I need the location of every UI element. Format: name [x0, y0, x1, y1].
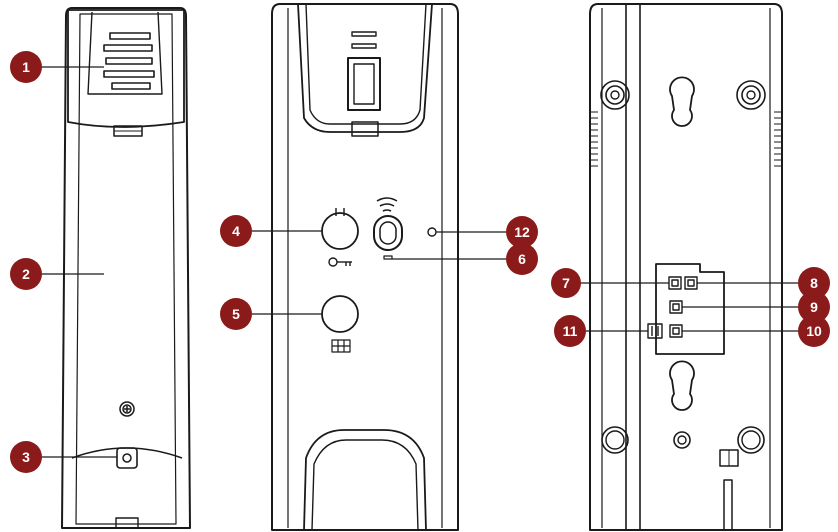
callout-label-12: 12: [514, 224, 530, 240]
callout-3: 3: [10, 441, 42, 473]
callout-6: 6: [506, 243, 538, 275]
handset-side-view: [61, 7, 191, 529]
callout-circle: [554, 315, 586, 347]
front-view: [271, 3, 459, 531]
callout-label-4: 4: [232, 223, 240, 239]
callout-circle: [798, 315, 830, 347]
callout-circle: [10, 258, 42, 290]
callout-circle: [798, 267, 830, 299]
callout-label-1: 1: [22, 59, 30, 75]
callout-circle: [220, 298, 252, 330]
callout-circle: [10, 51, 42, 83]
callout-circle: [798, 291, 830, 323]
callout-8: 8: [798, 267, 830, 299]
callout-circle: [220, 215, 252, 247]
back-view: [589, 3, 783, 531]
key-icon: [328, 257, 352, 267]
callout-label-10: 10: [806, 323, 822, 339]
callout-label-7: 7: [562, 275, 570, 291]
callout-label-9: 9: [810, 299, 818, 315]
callout-label-6: 6: [518, 251, 526, 267]
callout-11: 11: [554, 315, 586, 347]
callout-label-11: 11: [563, 323, 578, 339]
callout-label-2: 2: [22, 266, 30, 282]
callout-10: 10: [798, 315, 830, 347]
door-icon: [331, 339, 351, 353]
callout-circle: [10, 441, 42, 473]
callout-circle: [551, 268, 581, 298]
screw-icon: [119, 401, 135, 417]
callout-label-8: 8: [810, 275, 818, 291]
callout-2: 2: [10, 258, 42, 290]
callout-12: 12: [506, 216, 538, 248]
callout-4: 4: [220, 215, 252, 247]
callout-9: 9: [798, 291, 830, 323]
wireless-icon: [376, 197, 398, 212]
callout-label-3: 3: [22, 449, 30, 465]
callout-circle: [506, 243, 538, 275]
callout-label-5: 5: [232, 306, 240, 322]
callout-5: 5: [220, 298, 252, 330]
callout-1: 1: [10, 51, 42, 83]
callout-circle: [506, 216, 538, 248]
leader-lines: [42, 66, 798, 458]
speaker-grille: [103, 32, 155, 90]
callout-7: 7: [551, 268, 581, 298]
